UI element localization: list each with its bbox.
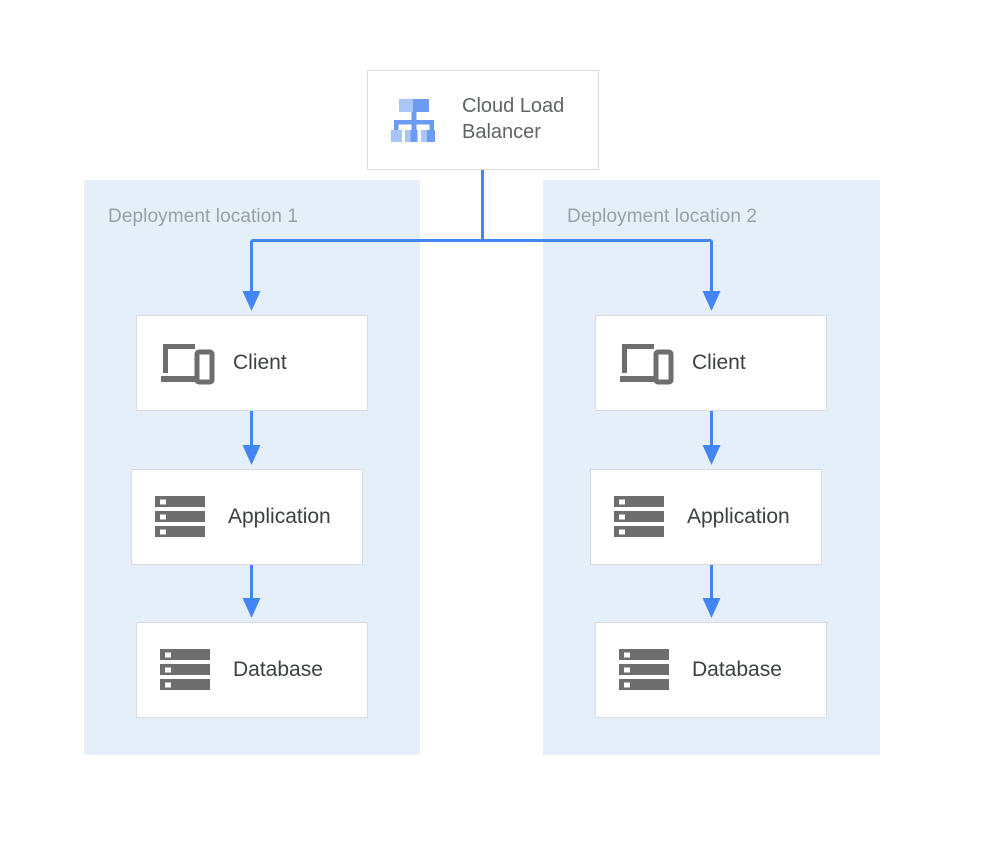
node-client-1[interactable]: Client [136, 315, 368, 411]
node-application-2[interactable]: Application [590, 469, 822, 565]
node-database-2-label: Database [692, 658, 782, 681]
deployment-zone-1-label: Deployment location 1 [108, 206, 299, 227]
node-application-2-label: Application [687, 505, 790, 528]
lb-label-line-1: Cloud Load [462, 95, 565, 118]
node-client-2-label: Client [692, 351, 746, 374]
server-icon [159, 647, 213, 693]
node-database-2[interactable]: Database [595, 622, 827, 718]
node-database-1-label: Database [233, 658, 323, 681]
server-icon [618, 647, 672, 693]
devices-icon [618, 340, 674, 386]
devices-icon [159, 340, 215, 386]
arrowhead-to-client-2 [702, 291, 721, 311]
node-client-2[interactable]: Client [595, 315, 827, 411]
arrowhead-to-database-2 [702, 598, 721, 618]
server-icon [613, 494, 667, 540]
node-database-1[interactable]: Database [136, 622, 368, 718]
node-application-1-label: Application [228, 505, 331, 528]
lb-label-line-2: Balancer [462, 121, 541, 143]
arrowhead-to-application-2 [702, 445, 721, 465]
server-icon [154, 494, 208, 540]
arrowhead-to-client-1 [242, 291, 261, 311]
node-client-1-label: Client [233, 351, 287, 374]
arrowhead-to-application-1 [242, 445, 261, 465]
load-balancer-icon [388, 94, 440, 146]
deployment-zone-2-label: Deployment location 2 [567, 206, 758, 227]
arrowhead-to-database-1 [242, 598, 261, 618]
node-application-1[interactable]: Application [131, 469, 363, 565]
